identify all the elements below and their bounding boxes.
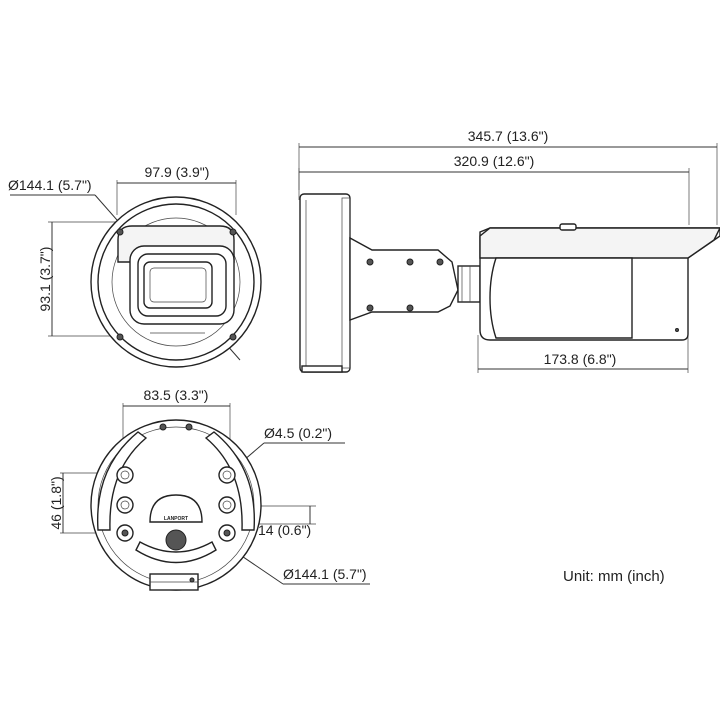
front-width-label: 97.9 (3.9") (145, 164, 210, 180)
base-offset-label: 14 (0.6") (258, 522, 311, 538)
base-vertical-spacing-label: 46 (1.8") (48, 476, 64, 529)
screw-hole-diameter-label: Ø4.5 (0.2") (264, 425, 332, 441)
housing-length-label: 173.8 (6.8") (544, 351, 617, 367)
lanport-label: LANPORT (164, 516, 188, 522)
base-hole-spacing-label: 83.5 (3.3") (144, 387, 209, 403)
front-diameter-label: Ø144.1 (5.7") (8, 177, 92, 193)
base-diameter-label: Ø144.1 (5.7") (283, 566, 367, 582)
front-height-label: 93.1 (3.7") (37, 247, 53, 312)
body-length-label: 320.9 (12.6") (454, 153, 534, 169)
bottom-view: 83.5 (3.3") 46 (1.8") Ø4.5 (0.2") 14 (0.… (48, 387, 370, 591)
unit-note: Unit: mm (inch) (563, 568, 665, 585)
side-view: 345.7 (13.6") 320.9 (12.6") 173.8 (6.8") (298, 128, 720, 373)
overall-length-label: 345.7 (13.6") (468, 128, 548, 144)
front-view: 97.9 (3.9") 93.1 (3.7") Ø144.1 (5.7") (8, 164, 262, 368)
screw-hole-icon (116, 466, 236, 542)
